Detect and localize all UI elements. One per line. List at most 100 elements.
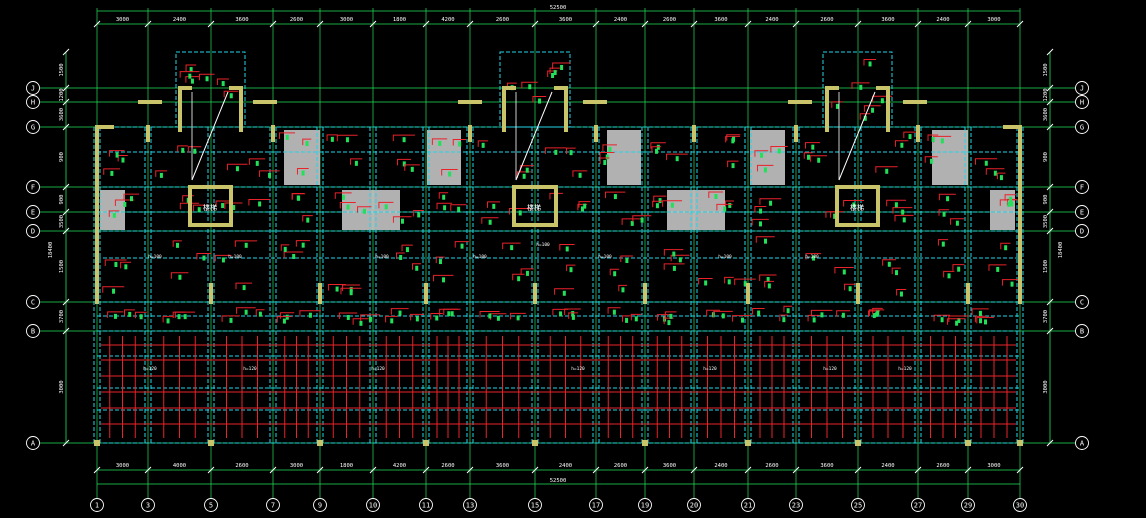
- rebar-mark: [947, 318, 966, 325]
- rebar-tag: [655, 203, 659, 209]
- rebar-mark: [276, 316, 292, 323]
- rebar-mark: [664, 311, 677, 318]
- rebar-tag: [603, 160, 607, 166]
- rebar-mark: [291, 193, 306, 200]
- column: [642, 440, 648, 446]
- room-label: h=120: [898, 366, 912, 372]
- rebar-mark: [357, 206, 372, 213]
- rebar-mark: [663, 263, 685, 270]
- rebar-mark: [234, 240, 258, 247]
- rebar-mark: [532, 96, 547, 103]
- rebar-tag: [871, 107, 875, 113]
- column-axis-bubble-circle: [90, 498, 104, 512]
- column: [855, 440, 861, 446]
- dimension-value: 2400: [173, 17, 186, 23]
- rebar-mark: [713, 310, 733, 318]
- rebar-mark: [754, 150, 769, 157]
- rebar-tag: [221, 257, 225, 263]
- rebar-mark: [759, 274, 777, 282]
- rebar-mark: [454, 241, 469, 248]
- rebar-mark: [803, 152, 813, 159]
- rebar-tag: [297, 195, 301, 201]
- row-axis-bubble-left-circle: [26, 205, 40, 219]
- rebar-mark: [390, 308, 409, 315]
- rebar-tag: [448, 171, 452, 177]
- rebar-tag: [984, 160, 988, 166]
- rebar-mark: [477, 140, 489, 147]
- column-axis-bubble-label: 1: [95, 502, 99, 510]
- column: [208, 440, 214, 446]
- rebar-tag: [613, 194, 617, 200]
- rebar-tag: [941, 241, 945, 247]
- rebar-tag: [887, 261, 891, 267]
- rebar-tag: [399, 255, 403, 261]
- dimension-value: 3600: [820, 463, 833, 469]
- rebar-mark: [441, 169, 458, 176]
- rebar-mark: [107, 311, 124, 318]
- rebar-tag: [235, 166, 239, 172]
- rebar-mark: [509, 312, 526, 320]
- beam-line: [499, 51, 571, 128]
- rebar-mark: [179, 202, 199, 210]
- row-axis-bubble-right-circle: [1075, 120, 1089, 134]
- rebar-tag: [605, 154, 609, 160]
- dimension-value: 1200: [59, 88, 65, 101]
- dimension-value: 2600: [614, 463, 627, 469]
- dimension-value: 1500: [59, 63, 65, 76]
- dimension-value: 3000: [987, 17, 1000, 23]
- dimension-value: 1500: [1043, 260, 1049, 273]
- rebar-tag: [438, 140, 442, 146]
- rebar-mark: [754, 206, 767, 213]
- rebar-mark: [996, 172, 1006, 180]
- room-label: h=120: [703, 366, 717, 372]
- column-axis-bubble-circle: [419, 498, 433, 512]
- dimension-tick: [62, 48, 70, 56]
- rebar-mark: [656, 314, 672, 321]
- rebar-mark: [924, 156, 938, 163]
- rebar-mark: [431, 138, 448, 145]
- rebar-tag: [672, 251, 676, 257]
- rebar-mark: [452, 138, 467, 146]
- rebar-tag: [538, 98, 542, 104]
- rebar-mark: [134, 311, 147, 319]
- column: [965, 440, 971, 446]
- dimension-value: 2400: [614, 17, 627, 23]
- rebar-mark: [338, 312, 358, 319]
- column-axis-bubble-circle: [463, 498, 477, 512]
- dimension-tick: [1046, 327, 1054, 335]
- dimension-value: 3700: [1043, 310, 1049, 323]
- rebar-tag: [894, 202, 898, 208]
- rebar-tag: [268, 172, 272, 178]
- rebar-tag: [124, 264, 128, 270]
- column-axis-bubble-label: 7: [271, 502, 275, 510]
- stair-label: 楼梯: [527, 203, 541, 212]
- elevator-shaft-wall: [512, 185, 558, 227]
- rebar-mark: [226, 163, 248, 171]
- rebar-tag: [438, 259, 442, 265]
- rebar-mark: [435, 256, 445, 264]
- dimension-value: 2400: [765, 17, 778, 23]
- rebar-tag: [732, 136, 736, 142]
- rebar-mark: [520, 268, 534, 275]
- rebar-tag: [189, 67, 193, 73]
- dimension-tick: [531, 20, 539, 28]
- rebar-mark: [436, 202, 453, 210]
- rebar-tag: [345, 137, 349, 143]
- row-axis-bubble-left-label: F: [31, 184, 35, 192]
- rebar-tag: [183, 314, 187, 320]
- rebar-tag: [678, 257, 682, 263]
- rebar-mark: [255, 309, 265, 316]
- column-axis-bubble-label: 23: [792, 502, 800, 510]
- rebar-mark: [177, 145, 188, 152]
- room-label: h=100: [148, 254, 162, 260]
- rebar-mark: [886, 199, 907, 207]
- rebar-tag: [763, 167, 767, 173]
- row-axis-bubble-left-circle: [26, 95, 40, 109]
- column: [1017, 440, 1023, 446]
- rebar-tag: [885, 168, 889, 174]
- dimension-tick: [93, 466, 101, 474]
- rebar-tag: [777, 148, 781, 154]
- rebar-tag: [863, 115, 867, 121]
- rebar-tag: [460, 243, 464, 249]
- rebar-mark: [352, 318, 369, 325]
